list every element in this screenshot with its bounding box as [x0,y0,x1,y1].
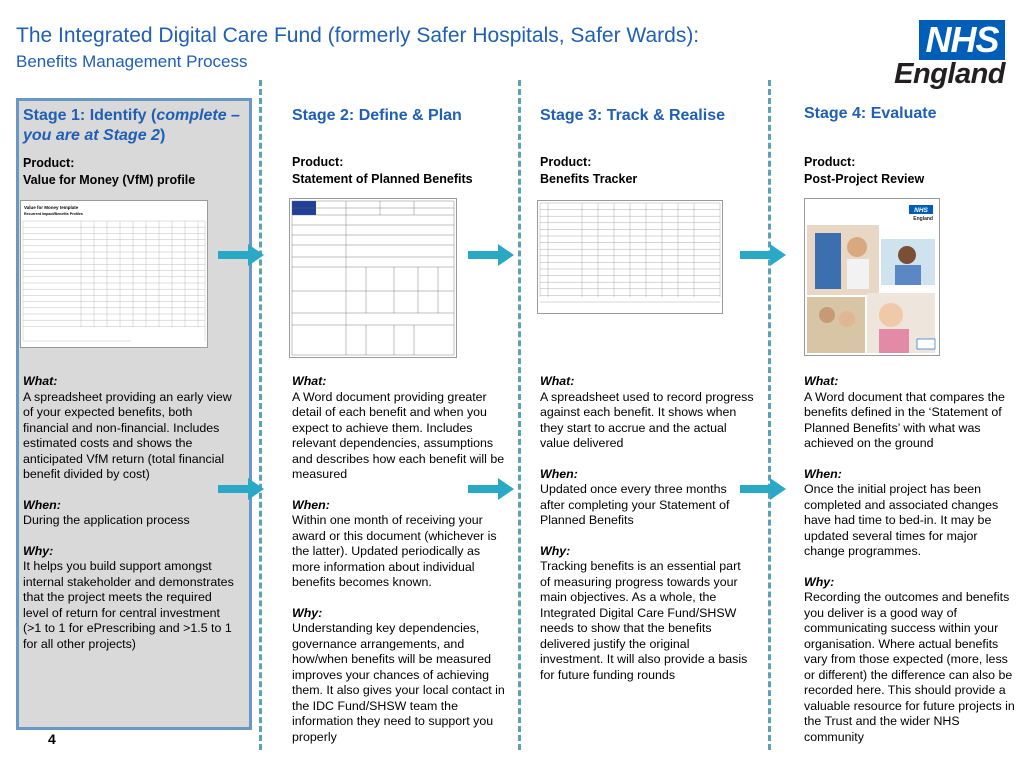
stage2-description: What: A Word document providing greater … [292,374,505,744]
arrow-stage3-to-stage4-lower [740,478,786,500]
nhs-logo-box: NHS [919,20,1005,60]
page-number: 4 [48,731,56,747]
arrow-stage2-to-stage3-lower [468,478,514,500]
ppr-nhs-logo-text: NHS [914,207,928,214]
vfm-thumb-subtitle: Recurrent Impact/Benefits Profiles [24,212,83,216]
page-title: The Integrated Digital Care Fund (former… [16,24,700,47]
stage3-column: Stage 3: Track & Realise Product: Benefi… [540,106,760,188]
stage1-title: Stage 1: Identify (complete – you are at… [23,107,240,144]
ppr-footer-badge [916,338,936,350]
ppr-nhs-logo [909,205,933,214]
ppr-england-text: England [913,216,933,222]
benefits-tracker-thumbnail [537,200,723,314]
spb-document-preview [291,200,455,356]
tracker-spreadsheet-preview [539,202,721,303]
stage3-description: What: A spreadsheet used to record progr… [540,374,754,682]
stage1-column: Stage 1: Identify (complete – you are at… [23,106,247,189]
vfm-thumb-title: Value for Money template [24,205,79,210]
divider-3 [768,80,771,750]
vfm-spreadsheet-preview: Value for Money template Recurrent Impac… [22,205,206,342]
divider-1 [259,80,262,750]
stage3-product: Product: Benefits Tracker [540,155,638,186]
stage4-title: Stage 4: Evaluate [804,105,937,122]
divider-2 [518,80,521,750]
stage2-product: Product: Statement of Planned Benefits [292,155,473,186]
ppr-thumbnail: NHS England [804,198,940,356]
arrow-stage1-to-stage2-lower [218,478,264,500]
stage2-title: Stage 2: Define & Plan [292,107,462,124]
spb-thumbnail [289,198,457,358]
stage4-product: Product: Post-Project Review [804,155,925,186]
stage4-column: Stage 4: Evaluate Product: Post-Project … [804,104,1016,188]
stage2-column: Stage 2: Define & Plan Product: Statemen… [292,106,512,188]
stage4-description: What: A Word document that compares the … [804,374,1015,744]
nhs-logo-england: England [894,58,1005,90]
vfm-profile-thumbnail: Value for Money template Recurrent Impac… [20,200,208,348]
stage1-product: Product: Value for Money (VfM) profile [23,156,196,187]
arrow-stage3-to-stage4 [740,244,786,266]
arrow-stage2-to-stage3 [468,244,514,266]
ppr-photo-group [807,297,865,353]
page-subtitle: Benefits Management Process [16,52,248,71]
nhs-england-logo: NHS England [887,20,1005,91]
stage3-title: Stage 3: Track & Realise [540,107,725,124]
ppr-cover-preview: NHS England [807,205,936,353]
arrow-stage1-to-stage2 [218,244,264,266]
stage1-description: What: A spreadsheet providing an early v… [23,374,234,651]
